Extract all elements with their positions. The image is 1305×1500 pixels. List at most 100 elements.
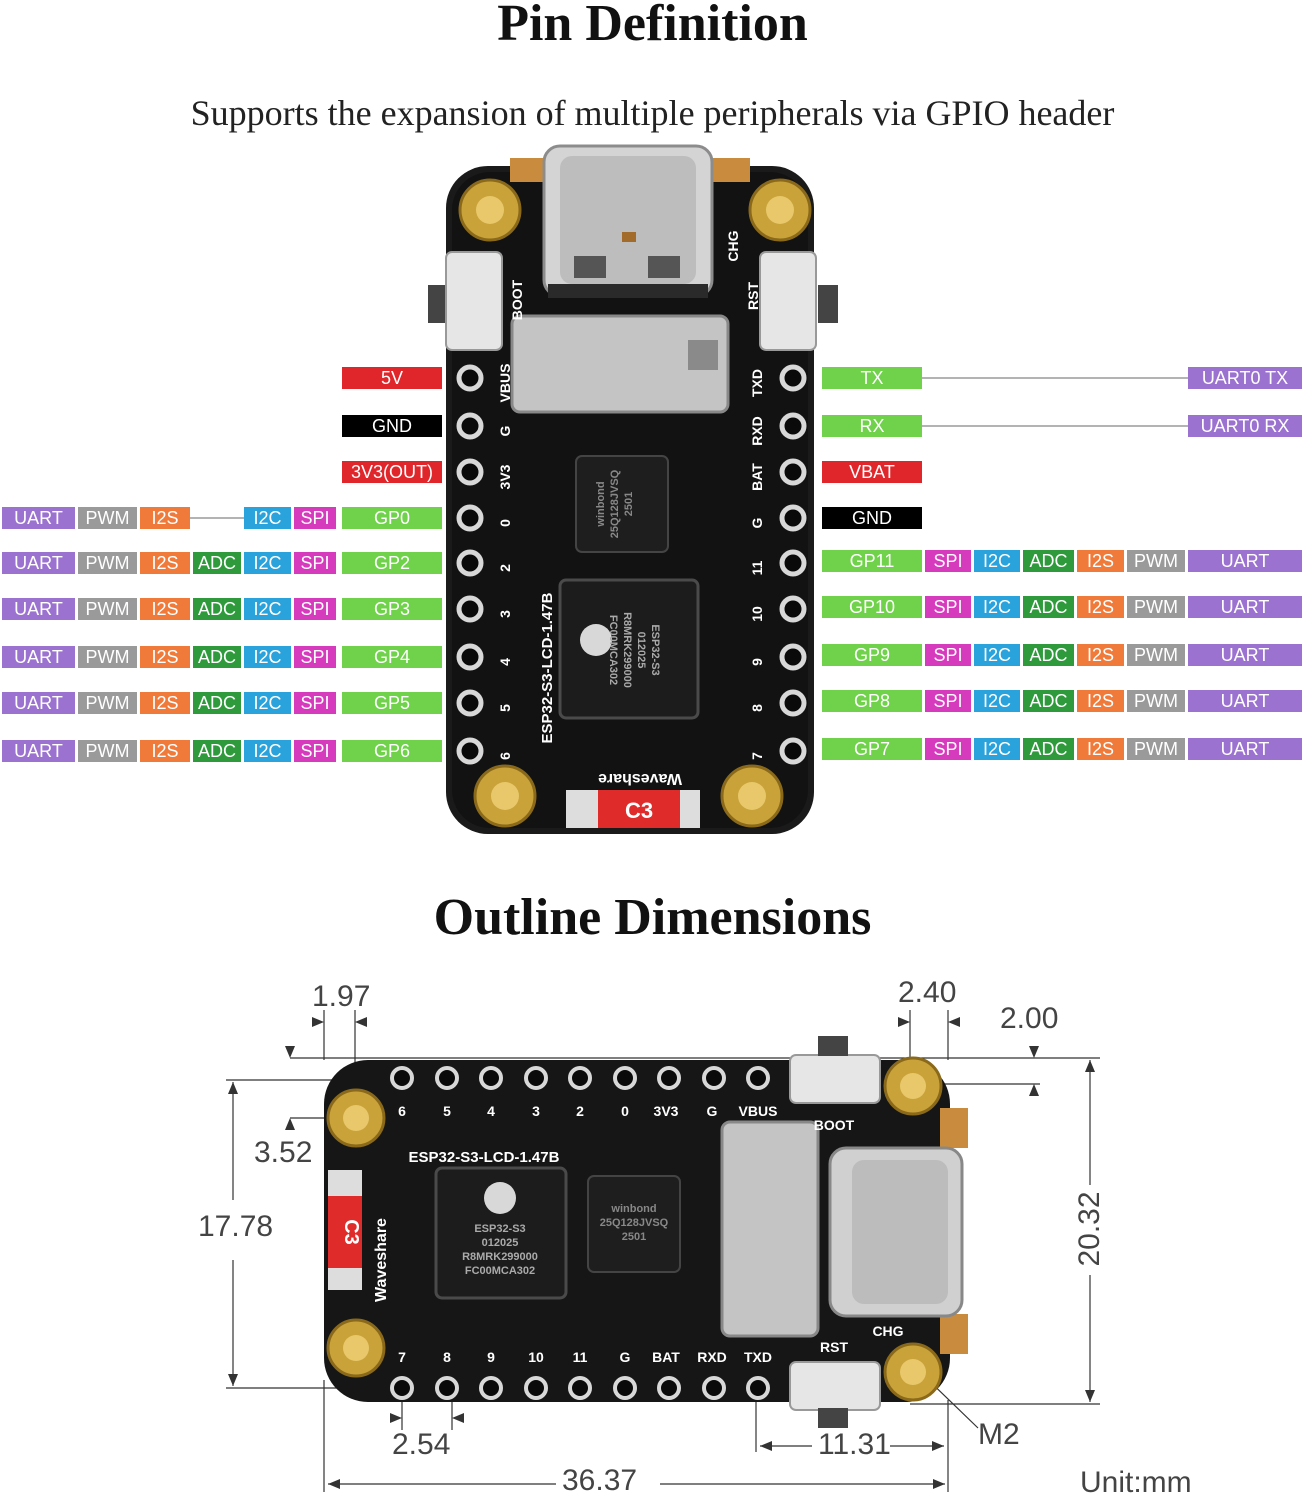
pin-label-rx: RX (822, 415, 922, 437)
pin-label-gp11: GP11 (822, 550, 922, 572)
brand-silk-label: Waveshare (373, 1218, 390, 1302)
pin-hole (779, 595, 807, 623)
func-tag-i2c: I2C (974, 644, 1020, 666)
pin-hole (456, 412, 484, 440)
flash-marking: 2501 (622, 1231, 646, 1243)
func-tag-uart: UART (2, 692, 75, 714)
func-tag-pwm: PWM (1127, 644, 1185, 666)
pin-hole (435, 1066, 459, 1090)
silk-label: 0 (497, 519, 513, 527)
func-tag-i2c: I2C (244, 740, 291, 762)
func-tag-pwm: PWM (1127, 690, 1185, 712)
func-tag-spi: SPI (294, 646, 336, 668)
dim-1-97: 1.97 (312, 980, 371, 1013)
func-tag-i2s: I2S (1077, 690, 1124, 712)
pin-hole (456, 504, 484, 532)
func-tag-spi: SPI (925, 550, 971, 572)
pin-label-gp3: GP3 (342, 598, 442, 620)
chg-silk-label: CHG (725, 230, 741, 261)
dim-36-37: 36.37 (562, 1464, 638, 1497)
silk-label: 6 (497, 752, 513, 760)
silk-label: BAT (749, 463, 765, 491)
pin-hole (779, 412, 807, 440)
func-tag-adc: ADC (193, 598, 241, 620)
silk-label: VBUS (739, 1103, 778, 1119)
func-tag-i2s: I2S (1077, 738, 1124, 760)
page-title: Pin Definition (497, 0, 808, 52)
pin-hole (779, 458, 807, 486)
func-tag-uart: UART (2, 552, 75, 574)
silk-label: 9 (487, 1349, 495, 1365)
func-tag-i2c: I2C (974, 596, 1020, 618)
dim-2-40: 2.40 (898, 976, 957, 1009)
silk-label: 3 (497, 610, 513, 618)
pin-label-gp5: GP5 (342, 692, 442, 714)
silk-label: TXD (749, 369, 765, 397)
func-tag-i2s: I2S (140, 507, 190, 529)
pin-hole (568, 1066, 592, 1090)
func-tag-i2s: I2S (140, 692, 190, 714)
func-tag-i2c: I2C (244, 692, 291, 714)
pin-hole (746, 1376, 770, 1400)
func-tag-pwm: PWM (78, 598, 137, 620)
pin-hole (524, 1066, 548, 1090)
silk-label: G (749, 517, 765, 528)
page-subtitle: Supports the expansion of multiple perip… (190, 93, 1115, 133)
pin-hole (779, 549, 807, 577)
pin-hole (456, 595, 484, 623)
silk-label: 9 (749, 658, 765, 666)
func-tag-spi: SPI (925, 644, 971, 666)
rst-silk-label: RST (745, 282, 761, 310)
chip-marking: 012025 (482, 1237, 519, 1249)
func-tag-uart: UART (1188, 596, 1302, 618)
pin-label-tx: TX (822, 367, 922, 389)
silk-label: 11 (573, 1349, 588, 1365)
pin-hole (456, 364, 484, 392)
pin-hole (657, 1376, 681, 1400)
func-tag-uart0-tx: UART0 TX (1188, 367, 1302, 389)
func-tag-spi: SPI (294, 507, 336, 529)
pin-hole (456, 737, 484, 765)
silk-label: VBUS (497, 364, 513, 403)
func-tag-pwm: PWM (78, 740, 137, 762)
rst-silk-label: RST (820, 1339, 848, 1355)
func-tag-pwm: PWM (78, 507, 137, 529)
silk-label: G (497, 425, 513, 436)
boot-silk-label: BOOT (509, 279, 525, 320)
func-tag-uart: UART (1188, 738, 1302, 760)
pin-hole (779, 737, 807, 765)
pin-label-vbat: VBAT (822, 461, 922, 483)
dim-3-52: 3.52 (254, 1136, 313, 1169)
silk-label: 10 (749, 606, 765, 622)
dim-2-54: 2.54 (392, 1428, 451, 1461)
silk-label: 4 (487, 1103, 495, 1119)
func-tag-i2c: I2C (244, 507, 291, 529)
func-tag-i2c: I2C (974, 738, 1020, 760)
func-tag-uart: UART (2, 507, 75, 529)
dim-17-78: 17.78 (198, 1210, 274, 1243)
chip-marking: R8MRK299000 (621, 612, 633, 688)
silk-label: 0 (621, 1103, 629, 1119)
flash-marking: 2501 (623, 492, 635, 516)
silk-label: 7 (398, 1349, 406, 1365)
pin-label-3v3out: 3V3(OUT) (342, 461, 442, 483)
pin-hole (779, 643, 807, 671)
flash-marking: winbond (595, 481, 607, 527)
func-tag-uart0-rx: UART0 RX (1188, 415, 1302, 437)
silk-label: TXD (744, 1349, 772, 1365)
silk-label: 7 (749, 752, 765, 760)
silk-label: RXD (749, 416, 765, 446)
pin-label-gnd: GND (822, 507, 922, 529)
func-tag-adc: ADC (193, 552, 241, 574)
func-tag-i2c: I2C (974, 550, 1020, 572)
func-tag-uart: UART (1188, 644, 1302, 666)
brand-silk-label: Waveshare (598, 770, 682, 787)
pin-hole (479, 1376, 503, 1400)
func-tag-pwm: PWM (78, 646, 137, 668)
pin-hole (613, 1066, 637, 1090)
pin-hole (456, 458, 484, 486)
chg-silk-label: CHG (872, 1323, 903, 1339)
func-tag-pwm: PWM (1127, 550, 1185, 572)
